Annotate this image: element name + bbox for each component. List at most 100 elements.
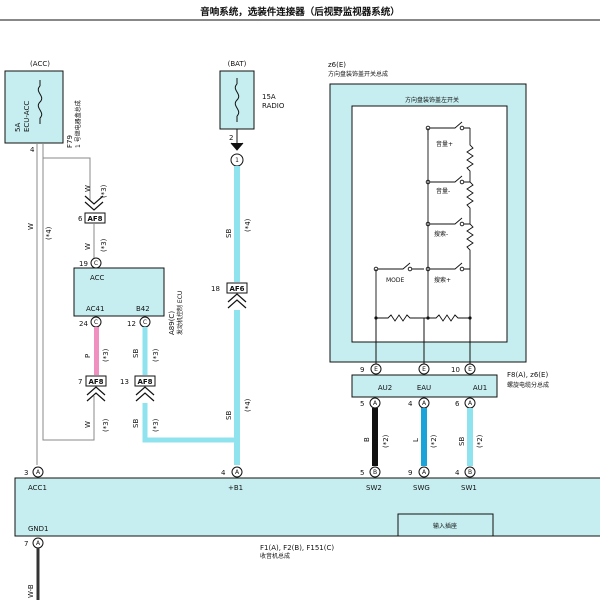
input-panel-label: 输入插座	[433, 522, 457, 530]
sb-wire-bat-lower	[234, 310, 240, 465]
af6-connector	[226, 282, 248, 294]
spiral-pin-5: 5	[360, 400, 364, 408]
ecu-id: A89(C)	[168, 311, 176, 335]
spiral-au2: AU2	[378, 384, 392, 392]
head-unit-desc: 收音机总成	[260, 552, 290, 560]
af6-pin: 18	[211, 285, 220, 293]
ground-wire-color: W-B	[27, 584, 35, 598]
resistor-ladder	[466, 128, 474, 318]
bat-fuse-icon	[234, 83, 240, 117]
acc-wire-size: (*4)	[45, 226, 53, 240]
head-unit-box	[14, 477, 600, 537]
sb-bat-low-color: SB	[225, 411, 233, 420]
relay-block-desc: 1 号继电器盒总成	[74, 100, 82, 148]
spiral-eau: EAU	[417, 384, 431, 392]
e-conn-10-letter: E	[468, 366, 472, 373]
af8-ecu-wire-color: W	[84, 243, 92, 250]
af8-top-connector	[84, 212, 106, 224]
hu-pin-5: 5	[360, 469, 364, 477]
l-wire-color: L	[412, 438, 420, 442]
hu-conn-4b-letter: B	[468, 469, 472, 476]
bat-supply-label: (BAT)	[228, 60, 247, 68]
e-conn-9	[370, 363, 382, 375]
l-wire	[421, 408, 427, 466]
hu-sw1: SW1	[461, 484, 477, 492]
switch-search-up-label: 搜索+	[434, 276, 451, 284]
af8-p-connector	[85, 375, 107, 387]
hu-conn-3-letter: A	[36, 469, 41, 476]
hu-conn-4-letter: A	[235, 469, 240, 476]
e-conn-10	[464, 363, 476, 375]
sb-wire-bat	[234, 166, 240, 282]
acc-fuse-icon	[37, 85, 43, 119]
spiral-conn-5-letter: A	[373, 400, 378, 407]
hu-conn-4	[231, 466, 243, 478]
ecu-box	[73, 267, 165, 317]
switch-vol-down-label: 音量-	[436, 187, 450, 195]
acc-wire-color: W	[27, 223, 35, 230]
bat-fuse-pin: 2	[229, 134, 233, 142]
acc-fuse-name: ECU-ACC	[23, 101, 31, 132]
acc-wire-w-right	[42, 143, 91, 200]
sb-bat-low-size: (*4)	[244, 398, 252, 412]
bat-conn-number: 1	[235, 157, 239, 164]
sb-ecu-wire-size: (*3)	[152, 348, 160, 362]
af8-top-wire-color: W	[84, 185, 92, 192]
e-conn-mid-letter: E	[422, 366, 426, 373]
switch-mode	[373, 262, 424, 272]
input-panel-box	[397, 513, 494, 537]
ecu-pin-24: 24	[79, 320, 88, 328]
hu-gnd1: GND1	[28, 525, 49, 533]
sb-sw1-wire-color: SB	[458, 437, 466, 446]
hu-conn-3	[32, 466, 44, 478]
acc-wire-w-right2	[42, 158, 95, 441]
relay-block-id: F79	[66, 135, 74, 148]
af8-ecu-wire-size: (*3)	[100, 238, 108, 252]
l-wire-size: (*2)	[430, 434, 438, 448]
acc-fuse-rating: 5A	[14, 123, 22, 132]
sb-bat-wire-size: (*4)	[244, 218, 252, 232]
af8-p-pin: 7	[78, 378, 82, 386]
e-pin-10: 10	[451, 366, 460, 374]
b-wire-size: (*2)	[382, 434, 390, 448]
sb-ecu-wire-color: SB	[132, 349, 140, 358]
hu-swg: SWG	[413, 484, 430, 492]
sb-bat-wire-color: SB	[225, 229, 233, 238]
hu-conn-9	[418, 466, 430, 478]
sb-ecu-low-size: (*3)	[152, 418, 160, 432]
hu-conn-5-letter: B	[373, 469, 377, 476]
steering-switch-inner-title: 方向盘装饰盖左开关	[405, 96, 459, 104]
e-conn-mid	[418, 363, 430, 375]
switch-vol-up-label: 音量+	[436, 140, 453, 148]
ecu-pin-12: 12	[127, 320, 136, 328]
ecu-ac41-label: AC41	[86, 305, 104, 313]
acc-fuse-pin: 4	[30, 146, 35, 154]
switch-common-bus	[375, 128, 429, 318]
hu-conn-7-letter: A	[36, 540, 41, 547]
bat-fuse-name: RADIO	[262, 102, 285, 110]
ecu-acc-pin: 19	[79, 260, 88, 268]
ecu-conn-12-letter: C	[143, 319, 147, 326]
af8-p-low-color: W	[84, 421, 92, 428]
sb-ecu-low-color: SB	[132, 419, 140, 428]
af8-sb-arrow	[135, 386, 155, 402]
b-wire	[372, 408, 378, 466]
ecu-acc-conn-letter: C	[94, 260, 98, 267]
switch-search-down-label: 搜索-	[434, 230, 448, 238]
bat-fuse-rating: 15A	[262, 93, 276, 101]
ecu-acc-label: ACC	[90, 274, 105, 282]
af8-sb-label: AF8	[137, 378, 152, 386]
af8-p-label: AF8	[88, 378, 103, 386]
e-conn-9-letter: E	[374, 366, 378, 373]
hu-pin-3: 3	[24, 469, 28, 477]
spiral-pin-4: 4	[408, 400, 413, 408]
af6-arrow	[227, 293, 247, 309]
sb-wire-ecu-lower	[142, 403, 236, 443]
diagram-title: 音响系统，选装件连接器（后视野监视器系统）	[200, 6, 400, 18]
af8-top-arrow	[84, 195, 104, 211]
spiral-id: F8(A), z6(E)	[507, 371, 548, 379]
af8-p-arrow	[86, 386, 106, 402]
hu-pin-7: 7	[24, 540, 28, 548]
sb-wire-sw1	[467, 408, 473, 466]
